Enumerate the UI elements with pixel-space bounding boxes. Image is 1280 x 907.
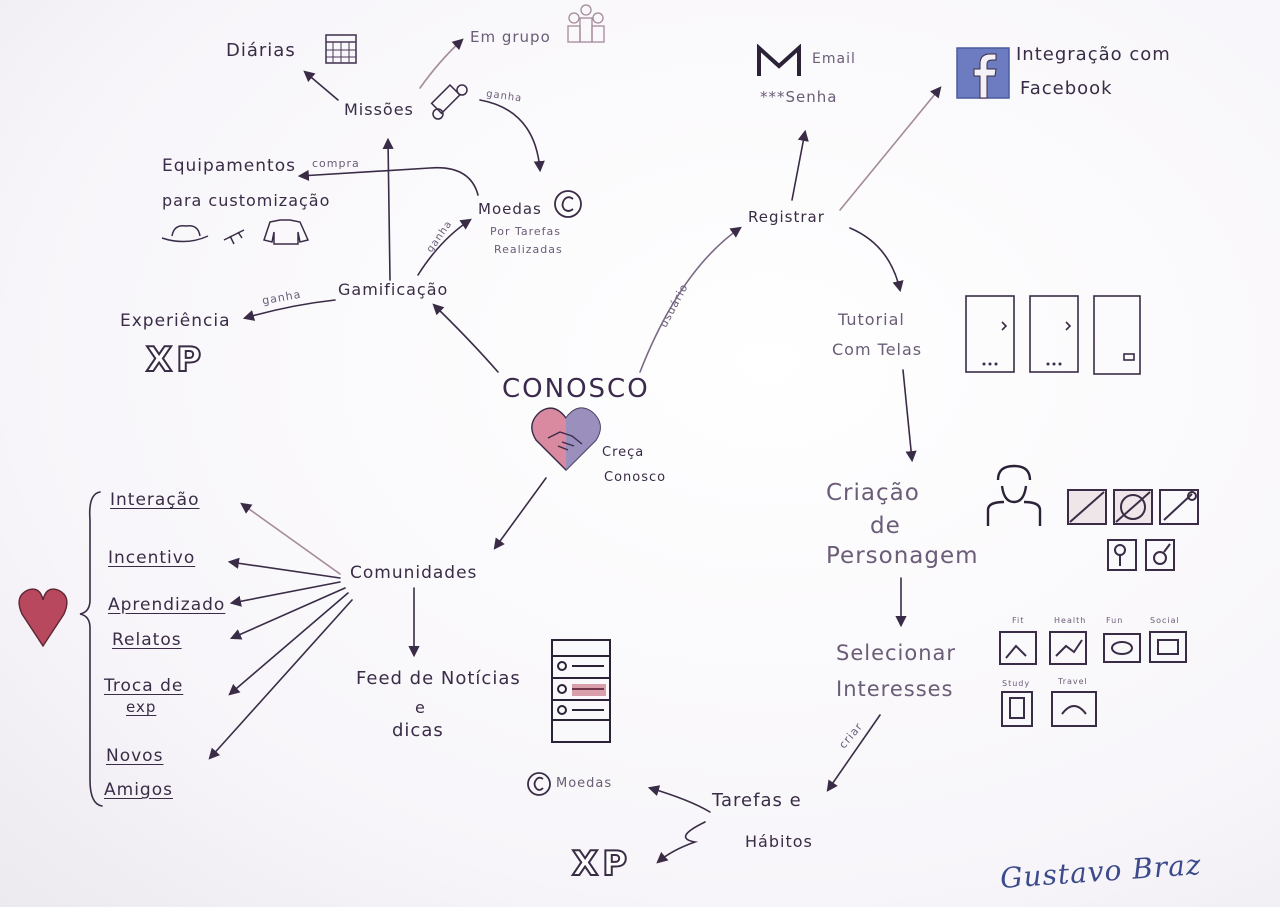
daily-label: Diárias bbox=[226, 40, 296, 61]
scroll-icon bbox=[430, 83, 468, 120]
group-people-icon bbox=[567, 4, 605, 43]
interest-tag-6: Travel bbox=[1058, 677, 1088, 686]
handshake-heart-icon bbox=[531, 407, 601, 471]
interest-tag-4: Social bbox=[1150, 616, 1180, 625]
register-label: Registrar bbox=[748, 208, 825, 226]
community-item-exchange: Troca de bbox=[104, 676, 184, 696]
interests-label-line2: Interesses bbox=[836, 677, 954, 701]
buy-label: compra bbox=[312, 157, 360, 170]
center-title: CONOSCO bbox=[502, 374, 650, 404]
character-label-line1: Criação bbox=[826, 480, 920, 506]
tasks-xp-badge: XP bbox=[571, 843, 632, 885]
character-label-line2: de bbox=[870, 513, 901, 539]
character-label-line3: Personagem bbox=[826, 543, 979, 569]
interest-tag-3: Fun bbox=[1106, 616, 1124, 625]
interests-label-line1: Selecionar bbox=[836, 641, 957, 665]
community-item-exchange-exp: exp bbox=[126, 698, 157, 716]
equipment-items-icon bbox=[161, 219, 310, 245]
tasks-coin-icon bbox=[527, 772, 551, 796]
facebook-icon bbox=[956, 47, 1010, 99]
community-item-incentive: Incentivo bbox=[108, 548, 196, 568]
feed-label-line1: Feed de Notícias bbox=[356, 668, 521, 689]
tasks-label-line1: Tarefas e bbox=[712, 790, 802, 811]
interests-grid-icon bbox=[999, 631, 1187, 727]
heart-icon bbox=[18, 588, 68, 648]
equipment-label-line2: para customização bbox=[162, 191, 331, 210]
equipment-label-line1: Equipamentos bbox=[162, 156, 296, 176]
coins-sub-line1: Por Tarefas bbox=[490, 225, 562, 238]
feed-label-line2: e bbox=[415, 698, 426, 717]
tutorial-screens-icon bbox=[965, 295, 1141, 375]
news-feed-phone-icon bbox=[551, 639, 611, 743]
facebook-label-line1: Integração com bbox=[1016, 44, 1171, 65]
feed-label-line3: dicas bbox=[392, 720, 444, 741]
tutorial-label-line2: Com Telas bbox=[832, 340, 923, 359]
gamification-label: Gamificação bbox=[338, 280, 449, 299]
tasks-label-line2: Hábitos bbox=[745, 832, 813, 851]
facebook-label-line2: Facebook bbox=[1020, 78, 1113, 99]
email-label: Email bbox=[812, 51, 856, 67]
center-caption-line2: Conosco bbox=[604, 470, 667, 485]
community-item-interaction: Interação bbox=[110, 490, 200, 510]
coins-title: Moedas bbox=[478, 200, 542, 218]
community-item-new: Novos bbox=[106, 746, 164, 766]
experience-xp-badge: XP bbox=[145, 339, 206, 381]
group-label: Em grupo bbox=[470, 28, 551, 46]
center-caption-line1: Creça bbox=[602, 445, 645, 460]
avatar-icon bbox=[986, 464, 1042, 526]
password-label: ***Senha bbox=[760, 88, 838, 106]
tasks-coins-label: Moedas bbox=[556, 776, 613, 791]
experience-label: Experiência bbox=[120, 311, 231, 331]
interest-tag-2: Health bbox=[1054, 616, 1087, 625]
community-item-stories: Relatos bbox=[112, 630, 182, 650]
tutorial-label-line1: Tutorial bbox=[838, 310, 905, 329]
coin-icon bbox=[554, 190, 582, 218]
coins-sub-line2: Realizadas bbox=[494, 243, 563, 256]
community-item-friends: Amigos bbox=[104, 780, 173, 800]
character-options-icon bbox=[1067, 489, 1199, 571]
interest-tag-1: Fit bbox=[1012, 616, 1025, 625]
interest-tag-5: Study bbox=[1002, 679, 1031, 688]
community-item-learning: Aprendizado bbox=[108, 595, 226, 615]
email-icon bbox=[757, 44, 801, 76]
missions-label: Missões bbox=[344, 100, 414, 119]
calendar-icon bbox=[325, 34, 357, 64]
communities-label: Comunidades bbox=[350, 563, 478, 583]
